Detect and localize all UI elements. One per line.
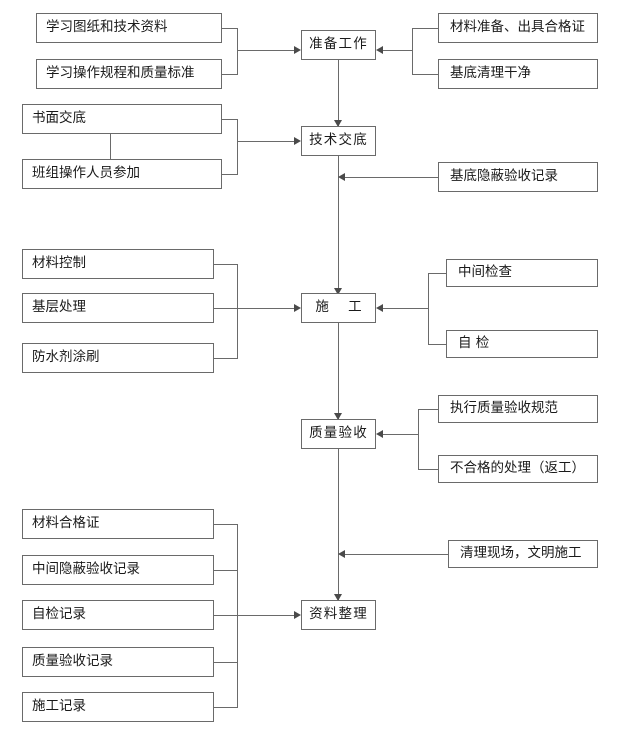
node-quality-acceptance[interactable]: 质量验收 [301, 419, 376, 449]
connector-l4-stub [222, 174, 238, 175]
node-base-treatment[interactable]: 基层处理 [22, 293, 214, 323]
connector-r6-stub [418, 409, 438, 410]
arrowhead-construction-to-quality [334, 413, 342, 420]
node-waterproof-coating[interactable]: 防水剂涂刷 [22, 343, 214, 373]
connector-bus-group3-right [428, 273, 429, 344]
node-quality-standard[interactable]: 执行质量验收规范 [438, 395, 598, 423]
connector-r3-to-center [345, 177, 438, 178]
connector-l2-stub [222, 74, 238, 75]
node-concealed-acceptance-record[interactable]: 基底隐蔽验收记录 [438, 162, 598, 192]
node-quality-acceptance-record[interactable]: 质量验收记录 [22, 647, 214, 677]
arrowhead-group4right-to-quality [376, 430, 383, 438]
connector-r1-stub [412, 28, 438, 29]
node-self-inspection[interactable]: 自 检 [446, 330, 598, 358]
node-construction-record[interactable]: 施工记录 [22, 692, 214, 722]
connector-r5-stub [428, 344, 446, 345]
node-study-drawings[interactable]: 学习图纸和技术资料 [36, 13, 222, 43]
node-preparation[interactable]: 准备工作 [301, 30, 376, 60]
connector-l5-stub [214, 264, 238, 265]
arrowhead-r3-to-center [338, 173, 345, 181]
node-technical-briefing[interactable]: 技术交底 [301, 126, 376, 156]
connector-l11-stub [214, 662, 238, 663]
arrowhead-group1-to-prep [294, 46, 301, 54]
connector-group3right-to-construction [383, 308, 428, 309]
connector-group1right-to-prep [383, 50, 412, 51]
connector-bus-group3 [237, 264, 238, 359]
node-nonconformity-rework[interactable]: 不合格的处理（返工） [438, 455, 598, 483]
node-team-participation[interactable]: 班组操作人员参加 [22, 159, 222, 189]
connector-bus-group2 [237, 119, 238, 175]
connector-r7-stub [418, 469, 438, 470]
connector-r8-to-center [345, 554, 448, 555]
node-data-filing[interactable]: 资料整理 [301, 600, 376, 630]
arrowhead-prep-to-techbrief [334, 120, 342, 127]
connector-l7-stub [214, 358, 238, 359]
connector-group1-to-prep [237, 50, 294, 51]
connector-written-to-team [110, 134, 111, 159]
node-intermediate-inspection[interactable]: 中间检查 [446, 259, 598, 287]
connector-techbrief-to-construction [338, 156, 339, 293]
connector-l3-stub [222, 119, 238, 120]
connector-quality-to-filing [338, 449, 339, 600]
connector-group4right-to-quality [383, 434, 418, 435]
connector-r2-stub [412, 74, 438, 75]
connector-bus-group4-right [418, 409, 419, 469]
node-self-inspection-record[interactable]: 自检记录 [22, 600, 214, 630]
node-material-control[interactable]: 材料控制 [22, 249, 214, 279]
node-study-procedures[interactable]: 学习操作规程和质量标准 [36, 59, 222, 89]
node-material-certificate[interactable]: 材料合格证 [22, 509, 214, 539]
connector-group2-to-techbrief [237, 141, 294, 142]
connector-l8-stub [214, 524, 238, 525]
connector-group5-to-filing [214, 615, 294, 616]
connector-bus-group1-right [412, 28, 413, 75]
arrowhead-group3right-to-construction [376, 304, 383, 312]
node-construction[interactable]: 施 工 [301, 293, 376, 323]
arrowhead-group1right-to-prep [376, 46, 383, 54]
node-written-briefing[interactable]: 书面交底 [22, 104, 222, 134]
connector-group3-to-construction [214, 308, 294, 309]
node-material-prep-cert[interactable]: 材料准备、出具合格证 [438, 13, 598, 43]
connector-construction-to-quality [338, 323, 339, 419]
node-substrate-clean[interactable]: 基底清理干净 [438, 59, 598, 89]
arrowhead-quality-to-filing [334, 594, 342, 601]
connector-l9-stub [214, 570, 238, 571]
arrowhead-r8-to-center [338, 550, 345, 558]
connector-bus-group1 [237, 28, 238, 75]
arrowhead-techbrief-to-construction [334, 288, 342, 295]
arrowhead-group5-to-filing [294, 611, 301, 619]
node-site-cleanup[interactable]: 清理现场，文明施工 [448, 540, 598, 568]
connector-prep-to-techbrief [338, 60, 339, 126]
arrowhead-group2-to-techbrief [294, 137, 301, 145]
node-concealed-record[interactable]: 中间隐蔽验收记录 [22, 555, 214, 585]
connector-l12-stub [214, 707, 238, 708]
connector-l1-stub [222, 28, 238, 29]
arrowhead-group3-to-construction [294, 304, 301, 312]
connector-r4-stub [428, 273, 446, 274]
